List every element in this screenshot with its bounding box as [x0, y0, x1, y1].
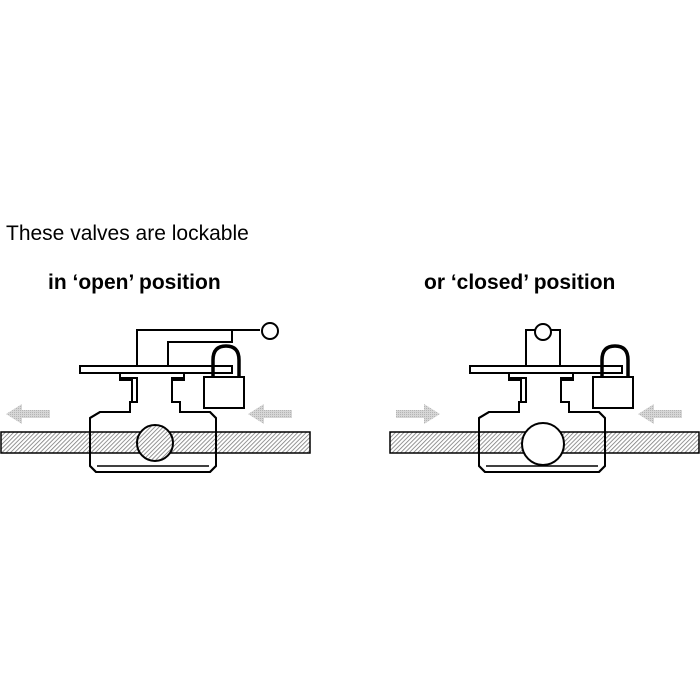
padlock-shackle-open — [211, 344, 241, 378]
ball-open — [136, 424, 174, 462]
handle-knob-open — [261, 322, 279, 340]
flow-arrow-right-1 — [396, 404, 440, 424]
intro-text: These valves are lockable — [6, 222, 249, 245]
padlock-body-open — [203, 376, 245, 409]
flow-arrow-left-2 — [248, 404, 292, 424]
padlock-body-closed — [592, 376, 634, 409]
flow-arrow-left-3 — [638, 404, 682, 424]
handle-knob-closed — [534, 323, 552, 341]
closed-valve-group — [389, 323, 700, 473]
caption-open: in ‘open’ position — [48, 271, 221, 294]
flow-arrow-left-1 — [6, 404, 50, 424]
padlock-shackle-closed — [600, 344, 630, 378]
caption-closed: or ‘closed’ position — [424, 271, 616, 294]
ball-closed — [521, 422, 565, 466]
open-valve-group — [0, 322, 311, 473]
